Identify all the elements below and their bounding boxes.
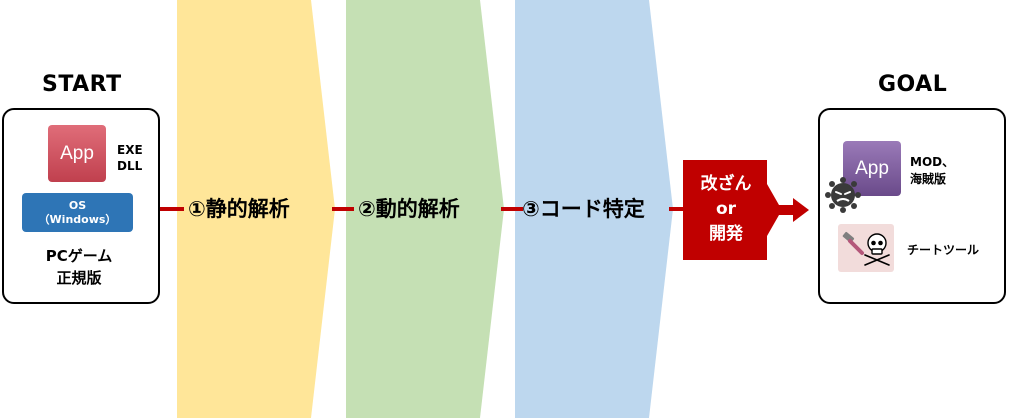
- file-type-dll: DLL: [117, 159, 143, 173]
- goal-item-1-line-2: 海賊版: [910, 172, 947, 186]
- virus-icon: [825, 177, 861, 213]
- os-windows-tile: OS （Windows）: [22, 193, 133, 232]
- app-icon: App: [48, 125, 106, 182]
- action-line-1: 改ざん: [700, 174, 752, 194]
- os-label: OS: [68, 198, 87, 212]
- modified-app-icon: App: [843, 141, 901, 196]
- os-platform-label: （Windows）: [38, 212, 117, 226]
- action-line-2: or: [715, 199, 737, 219]
- caption-line-2: 正規版: [56, 269, 102, 287]
- caption-line-1: PCゲーム: [45, 247, 113, 265]
- stage-static-analysis: [177, 0, 337, 418]
- file-type-exe: EXE: [117, 143, 143, 157]
- connector-line: [332, 207, 354, 211]
- stage-chevron-shape: [177, 0, 335, 418]
- start-caption: PCゲーム 正規版: [26, 245, 132, 289]
- connector-line: [160, 207, 184, 211]
- stage-label-dynamic: ②動的解析: [358, 197, 460, 221]
- action-label: 改ざん or 開発: [684, 172, 768, 247]
- action-arrow-box: [683, 160, 809, 260]
- modified-app-label: App: [855, 157, 889, 179]
- stage-chevron-shape: [515, 0, 673, 418]
- stage-chevron-shape: [346, 0, 504, 418]
- stage-label-code: ③コード特定: [522, 197, 645, 221]
- connector-line: [501, 207, 523, 211]
- goal-heading: GOAL: [878, 72, 948, 97]
- stage-code-identification: [515, 0, 675, 418]
- connector-line: [669, 207, 685, 211]
- skull-crossbones-icon: [864, 233, 890, 266]
- start-heading: START: [42, 72, 122, 97]
- goal-item-2-label: チートツール: [907, 243, 980, 257]
- hammer-icon: [842, 231, 864, 255]
- goal-item-1-line-1: MOD、: [910, 155, 955, 169]
- stage-label-static: ①静的解析: [188, 197, 290, 221]
- app-icon-label: App: [60, 142, 94, 164]
- stage-dynamic-analysis: [346, 0, 506, 418]
- action-line-3: 開発: [709, 224, 743, 244]
